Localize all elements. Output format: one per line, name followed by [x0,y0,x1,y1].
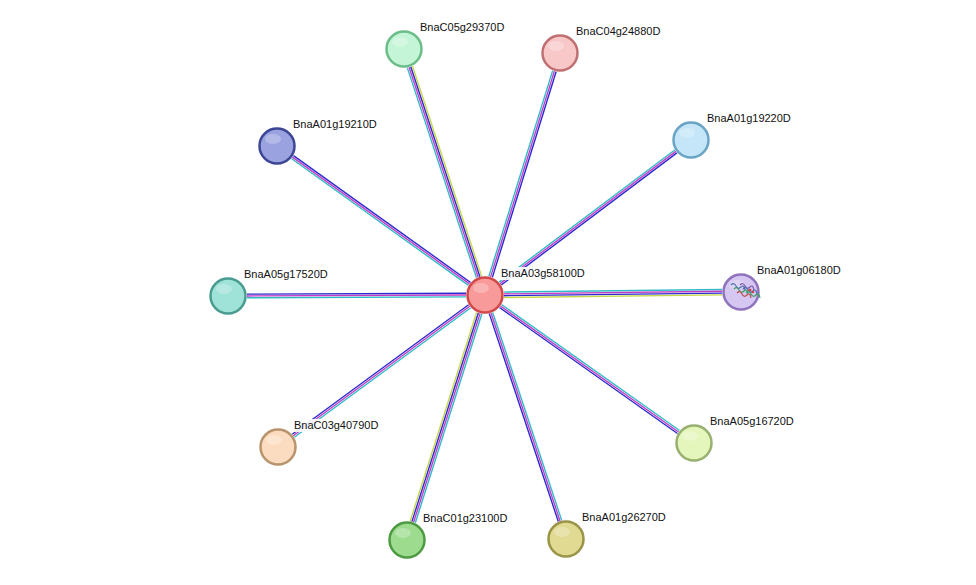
circle-highlight [216,284,232,294]
node-label: BnaA05g16720D [709,415,795,428]
protein-node: BnaA05g16720D [675,424,713,462]
protein-node: BnaA01g19220D [672,121,710,159]
evidence-line [489,71,553,277]
node-label: BnaC01g23100D [422,512,508,525]
node-circle [547,520,585,558]
circle-shape [260,129,295,164]
protein-node: BnaA01g19210D [258,127,296,165]
node-label: BnaA01g19210D [292,118,378,131]
node-circle [209,277,247,315]
circle-highlight [554,527,570,537]
node-label: BnaC05g29370D [419,21,505,34]
circle-shape [549,522,584,557]
interaction-edge [292,305,471,437]
node-circle [388,521,426,559]
interaction-edge [407,66,481,278]
node-label: BnaA05g17520D [243,268,329,281]
circle-highlight [548,41,564,51]
evidence-line [247,294,466,296]
protein-node: BnaA03g58100D [466,276,504,314]
evidence-line [500,151,676,283]
circle-shape [468,278,503,313]
node-circle [675,424,713,462]
circle-highlight [392,37,408,47]
circle-highlight [473,283,489,293]
protein-node: BnaA05g17520D [209,277,247,315]
evidence-line [491,71,555,277]
node-circle [672,121,710,159]
circle-shape [674,123,709,158]
protein-structure [731,284,760,298]
evidence-line [291,159,468,286]
evidence-line [412,313,478,522]
node-circle [541,34,579,72]
interaction-edge [499,150,677,285]
evidence-line [501,306,679,432]
circle-shape [390,523,425,558]
circle-shape [543,36,578,71]
evidence-line [491,313,560,521]
node-circle [466,276,504,314]
evidence-line [489,314,558,522]
node-label: BnaC03g40790D [293,419,379,432]
evidence-line [415,314,481,523]
protein-node: BnaC04g24880D [541,34,579,72]
protein-node: BnaC01g23100D [388,521,426,559]
evidence-line [501,153,677,285]
evidence-line [293,156,470,283]
circle-highlight [679,128,695,138]
evidence-line [247,293,466,295]
evidence-line [493,312,562,520]
circle-highlight [729,280,745,290]
circle-shape [387,32,422,67]
interaction-edge [489,312,561,521]
circle-shape [261,430,296,465]
interaction-edge [504,290,722,298]
interaction-edge [247,293,466,297]
circle-highlight [266,435,282,445]
evidence-line [414,313,480,522]
circle-shape [724,275,759,310]
interaction-edge [410,312,482,522]
evidence-line [502,305,680,431]
node-label: BnaC04g24880D [575,25,661,38]
evidence-line [411,67,480,277]
circle-shape [677,426,712,461]
evidence-line [504,295,722,298]
node-label: BnaA01g06180D [756,264,842,277]
circle-highlight [265,134,281,144]
node-label: BnaA03g58100D [500,267,586,280]
circle-highlight [682,431,698,441]
interaction-edge [291,156,470,286]
protein-node: BnaA01g26270D [547,520,585,558]
protein-node: BnaC03g40790D [259,428,297,466]
evidence-line [292,157,469,284]
node-circle [722,273,760,311]
node-label: BnaA01g19220D [706,112,792,125]
protein-node: BnaA01g06180D [722,273,760,311]
node-circle [258,127,296,165]
node-circle [385,30,423,68]
circle-highlight [395,528,411,538]
evidence-line [247,296,466,298]
node-circle [259,428,297,466]
evidence-line [413,66,482,276]
node-label: BnaA01g26270D [581,511,667,524]
evidence-line [499,150,675,282]
evidence-line [410,312,476,521]
protein-node: BnaC05g29370D [385,30,423,68]
circle-shape [211,279,246,314]
evidence-line [292,305,468,435]
